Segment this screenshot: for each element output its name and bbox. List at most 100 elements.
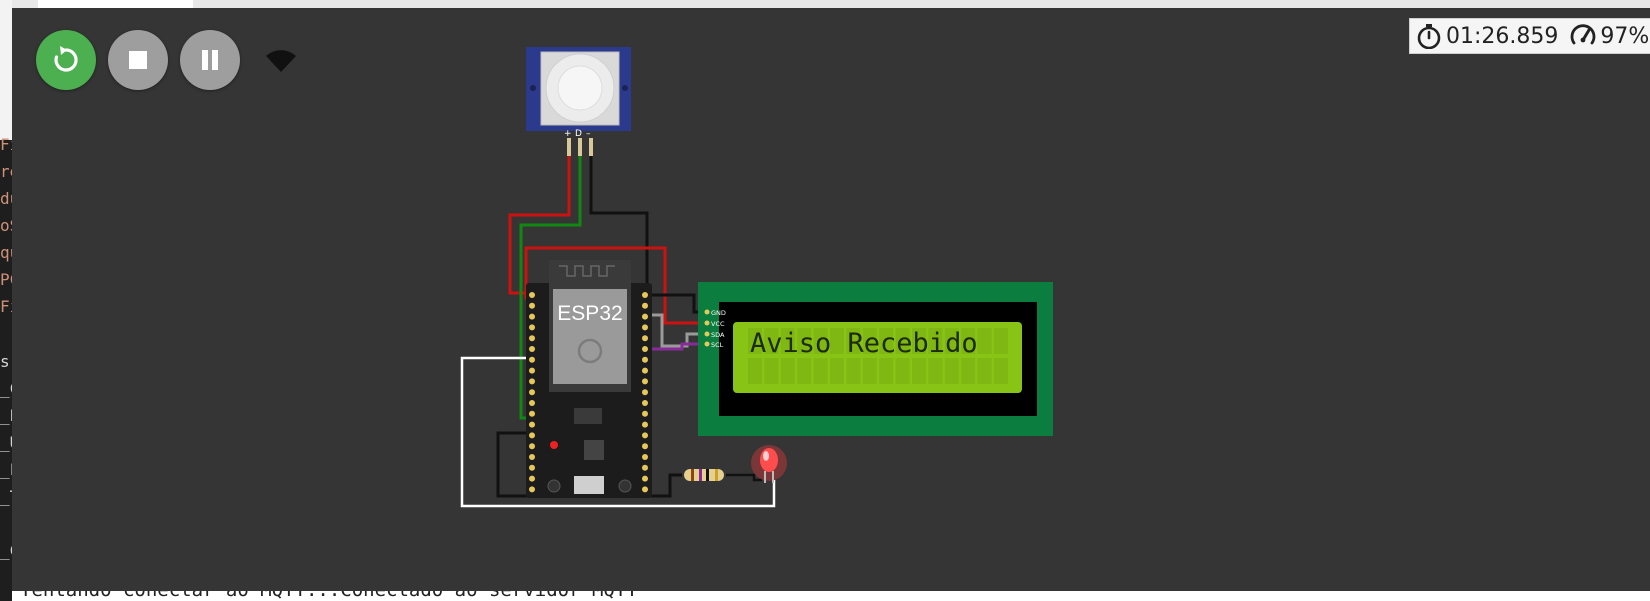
lcd-cell bbox=[748, 358, 762, 384]
lcd-cell bbox=[780, 358, 795, 384]
esp32-pin[interactable] bbox=[529, 410, 535, 417]
lcd-cell bbox=[961, 328, 976, 354]
active-tab[interactable] bbox=[38, 0, 193, 8]
esp32-pin[interactable] bbox=[642, 313, 648, 320]
code-line: _F bbox=[0, 460, 12, 479]
pause-icon bbox=[202, 50, 218, 70]
lcd-cell bbox=[977, 358, 992, 384]
esp32-pin[interactable] bbox=[642, 302, 648, 309]
esp32-pin[interactable] bbox=[529, 302, 535, 309]
esp32-pin[interactable] bbox=[529, 486, 535, 493]
serial-monitor[interactable]: Tentando conectar ao MQTT...Conectado ao… bbox=[12, 591, 1650, 601]
wire-lcd-gnd[interactable] bbox=[649, 293, 704, 314]
speedometer-icon bbox=[1571, 24, 1596, 45]
lcd-cell bbox=[797, 358, 812, 384]
stop-icon bbox=[129, 51, 147, 69]
esp32-pin[interactable] bbox=[642, 324, 648, 331]
code-line: Fi bbox=[0, 297, 12, 316]
esp32-pin[interactable] bbox=[529, 389, 535, 396]
esp32-pin-headers bbox=[529, 292, 648, 493]
esp32-pin[interactable] bbox=[529, 324, 535, 331]
esp32-pin[interactable] bbox=[642, 346, 648, 352]
esp32-pin[interactable] bbox=[529, 432, 535, 439]
code-line: _C bbox=[0, 541, 12, 560]
esp32-label: ESP32 bbox=[557, 302, 622, 325]
lcd-cell bbox=[830, 358, 844, 384]
stopwatch-icon bbox=[1417, 24, 1441, 49]
esp32-pin[interactable] bbox=[529, 400, 535, 406]
code-line: _U bbox=[0, 433, 12, 452]
esp32-pin[interactable] bbox=[529, 464, 535, 471]
resistor[interactable] bbox=[684, 469, 724, 481]
lcd-cell bbox=[764, 328, 779, 354]
esp32-pin[interactable] bbox=[642, 486, 648, 493]
lcd-cell bbox=[912, 358, 926, 384]
esp32-pin[interactable] bbox=[642, 356, 648, 363]
lcd-cell bbox=[944, 358, 959, 384]
restart-icon bbox=[54, 46, 78, 72]
esp32-pin[interactable] bbox=[529, 475, 535, 482]
esp32-pin[interactable] bbox=[529, 292, 535, 298]
code-line: du bbox=[0, 189, 12, 208]
esp32-pin[interactable] bbox=[529, 367, 535, 374]
esp32-pin[interactable] bbox=[529, 421, 535, 428]
lcd-cell bbox=[879, 358, 894, 384]
lcd-cell bbox=[895, 328, 910, 354]
restart-button[interactable] bbox=[36, 30, 96, 90]
esp32-pin[interactable] bbox=[642, 292, 648, 298]
lcd-cell bbox=[928, 328, 943, 354]
lcd-cell bbox=[748, 328, 762, 354]
lcd-cell bbox=[895, 358, 910, 384]
lcd-cell bbox=[994, 358, 1008, 384]
esp32-pin[interactable] bbox=[529, 346, 535, 352]
esp32-pin[interactable] bbox=[529, 313, 535, 320]
pause-button[interactable] bbox=[180, 30, 240, 90]
esp32-pin[interactable] bbox=[529, 335, 535, 342]
lcd-cell bbox=[780, 328, 795, 354]
wifi-icon[interactable] bbox=[265, 48, 297, 74]
wire-lcd-sda[interactable] bbox=[649, 313, 704, 348]
lcd-cell bbox=[813, 328, 828, 354]
wire-pir-gnd[interactable] bbox=[589, 140, 649, 295]
lcd-line-1: Aviso Recebido bbox=[750, 328, 978, 359]
esp32-pin[interactable] bbox=[642, 378, 648, 385]
wire-lcd-scl[interactable] bbox=[649, 342, 704, 351]
lcd-cell bbox=[830, 328, 844, 354]
esp32-board[interactable] bbox=[526, 260, 652, 498]
esp32-pin[interactable] bbox=[642, 335, 648, 342]
lcd-cell bbox=[813, 358, 828, 384]
esp32-pin[interactable] bbox=[529, 378, 535, 385]
lcd-cell bbox=[764, 358, 779, 384]
wire-pir-vcc[interactable] bbox=[508, 140, 571, 295]
esp32-pin[interactable] bbox=[642, 432, 648, 439]
code-line: s bbox=[0, 352, 10, 371]
wire-resistor-led[interactable] bbox=[726, 473, 762, 482]
esp32-pin[interactable] bbox=[642, 410, 648, 417]
code-line: oS bbox=[0, 216, 12, 235]
red-led[interactable] bbox=[751, 445, 787, 483]
stop-button[interactable] bbox=[108, 30, 168, 90]
wire-led-anode[interactable] bbox=[460, 356, 776, 508]
esp32-pin[interactable] bbox=[642, 389, 648, 396]
esp32-pin[interactable] bbox=[529, 356, 535, 363]
simulation-canvas[interactable]: 01:26.859 97% bbox=[12, 8, 1650, 591]
esp32-pin[interactable] bbox=[642, 421, 648, 428]
pir-pin-label: – bbox=[586, 129, 591, 139]
pir-sensor[interactable] bbox=[526, 47, 631, 156]
editor-toolbar-area bbox=[0, 0, 12, 140]
top-bar bbox=[12, 0, 1650, 8]
esp32-pin[interactable] bbox=[642, 475, 648, 482]
esp32-pin[interactable] bbox=[642, 454, 648, 460]
elapsed-time: 01:26.859 bbox=[1446, 23, 1559, 49]
esp32-pin[interactable] bbox=[642, 464, 648, 471]
lcd-cell bbox=[846, 358, 861, 384]
esp32-pin[interactable] bbox=[529, 443, 535, 450]
lcd-cell bbox=[994, 328, 1008, 354]
wire-pir-data[interactable] bbox=[519, 140, 582, 420]
wire-lcd-vcc[interactable] bbox=[663, 306, 704, 325]
esp32-pin[interactable] bbox=[642, 367, 648, 374]
esp32-pin[interactable] bbox=[642, 443, 648, 450]
esp32-pin[interactable] bbox=[529, 454, 535, 460]
esp32-pin[interactable] bbox=[642, 400, 648, 406]
circuit-diagram: + D – ESP32 bbox=[460, 47, 1053, 508]
